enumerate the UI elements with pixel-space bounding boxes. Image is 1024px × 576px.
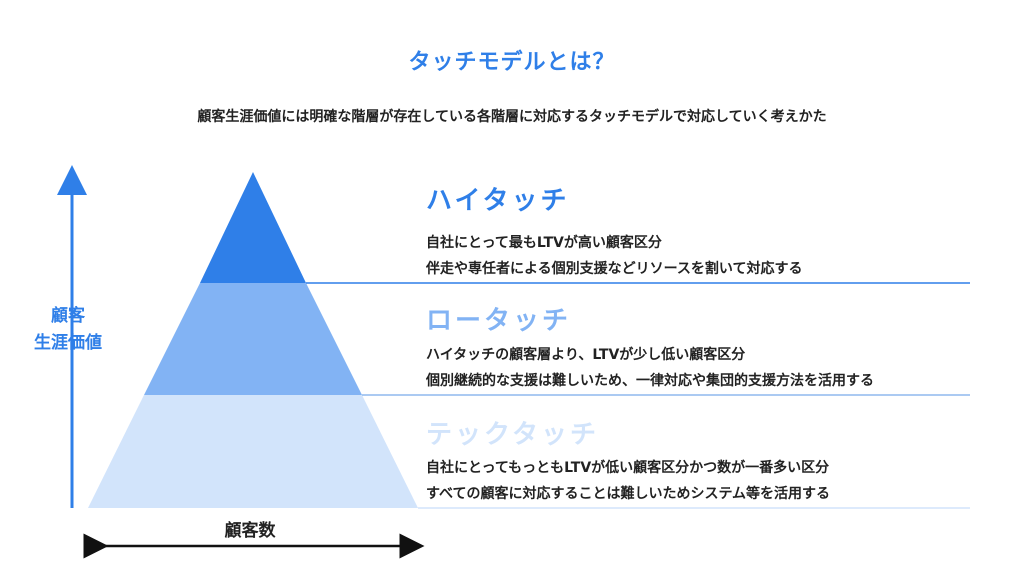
- page-title: タッチモデルとは？: [408, 50, 616, 75]
- tier-desc-line: 個別継続的な支援は難しいため、一律対応や集団的支援方法を活用する: [426, 373, 874, 389]
- tier-desc-high-touch: 自社にとって最もLTVが高い顧客区分 伴走や専任者による個別支援などリソースを割…: [426, 230, 802, 282]
- tier-desc-low-touch: ハイタッチの顧客層より、LTVが少し低い顧客区分 個別継続的な支援は難しいため、…: [426, 342, 874, 394]
- tier-desc-tech-touch: 自社にとってもっともLTVが低い顧客区分かつ数が一番多い区分 すべての顧客に対応…: [426, 455, 830, 507]
- y-axis-label-line2: 生涯価値: [34, 333, 102, 354]
- y-axis-label-line1: 顧客: [51, 306, 85, 326]
- pyramid-tier-high: [200, 172, 306, 283]
- tier-desc-line: ハイタッチの顧客層より、LTVが少し低い顧客区分: [426, 347, 746, 363]
- y-axis-label: 顧客 生涯価値: [18, 303, 118, 357]
- page-subtitle: 顧客生涯価値には明確な階層が存在している各階層に対応するタッチモデルで対応してい…: [197, 109, 827, 125]
- pyramid-tier-tech: [88, 395, 418, 508]
- tier-desc-line: 伴走や専任者による個別支援などリソースを割いて対応する: [426, 261, 803, 277]
- tier-desc-line: すべての顧客に対応することは難しいためシステム等を活用する: [426, 486, 831, 502]
- pyramid-tier-low: [144, 283, 362, 395]
- tier-name-tech-touch: テックタッチ: [426, 420, 599, 450]
- tier-name-high-touch: ハイタッチ: [426, 186, 570, 216]
- x-axis-label: 顧客数: [224, 521, 276, 541]
- tier-desc-line: 自社にとってもっともLTVが低い顧客区分かつ数が一番多い区分: [426, 460, 830, 476]
- tier-name-low-touch: ロータッチ: [426, 306, 572, 336]
- tier-desc-line: 自社にとって最もLTVが高い顧客区分: [426, 235, 662, 251]
